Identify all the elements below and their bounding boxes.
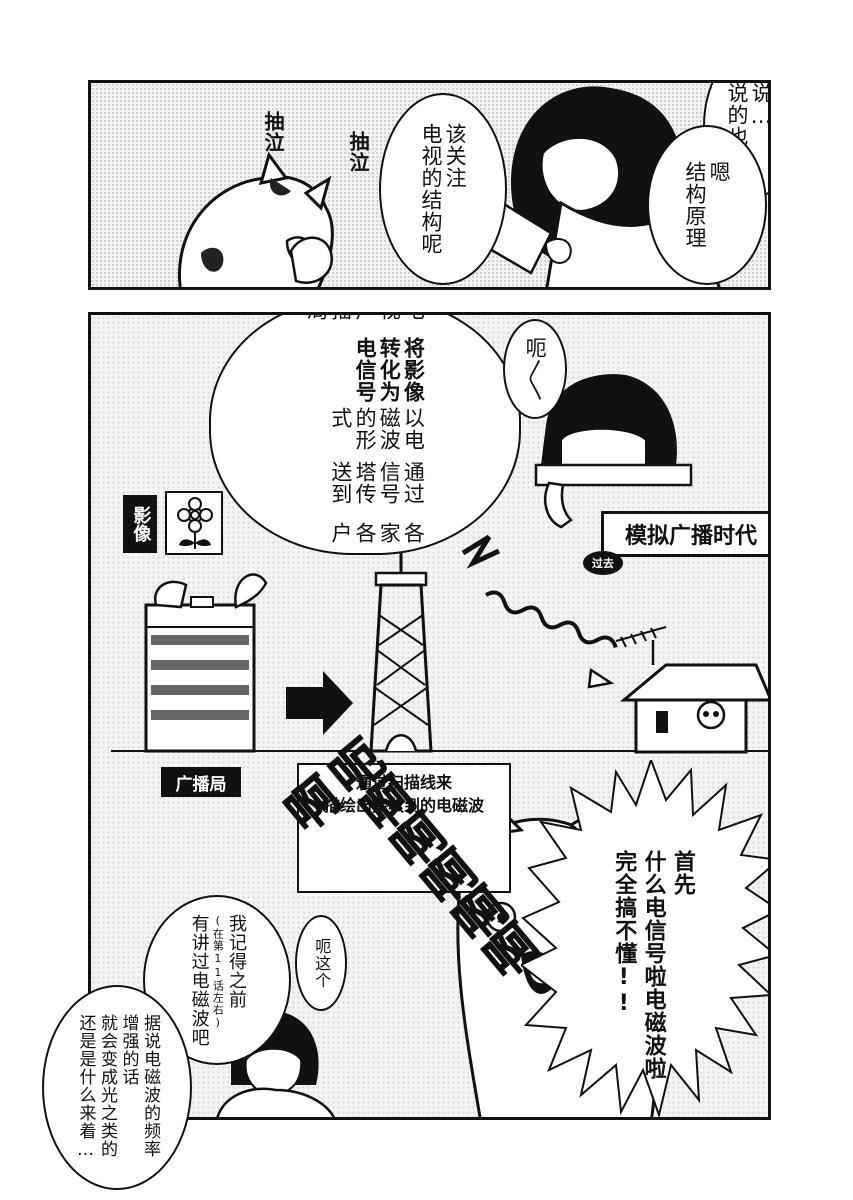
memory-line-1: 我记得之前: [226, 913, 247, 1009]
bubble-text: 呃〱: [523, 336, 548, 402]
bubble-text: 嗯 结构原理: [683, 161, 732, 249]
image-tag: 影像: [123, 495, 157, 553]
freq-line-3: 就会变成光之类的: [97, 1014, 117, 1158]
shout-burst: [521, 760, 768, 1117]
bubble-line-4: 通过信号塔传送到: [328, 460, 426, 505]
freq-line-1: 据说电磁波的频率: [140, 1014, 161, 1158]
speech-bubble-tv-structure: 该关注 电视的结构呢: [379, 93, 507, 285]
bubble-text: 呃这个: [312, 937, 332, 989]
speech-bubble-this: 呃这个: [295, 915, 347, 1011]
diagram-art: [111, 374, 768, 1117]
memory-line-2: 有讲过电磁波吧: [188, 913, 210, 1047]
scan-caption-box: 通过扫描线来 描绘出接收到的电磁波: [297, 763, 511, 893]
bubble-line-3: 以电磁波的形式: [328, 406, 426, 451]
burst-line-2: 什么电信号啦电磁波啦: [640, 850, 666, 1080]
scan-caption-line-1: 通过扫描线来: [355, 773, 452, 792]
speech-bubble-structure-principle: 嗯 结构原理: [647, 125, 767, 285]
speech-bubble-uh: 呃〱: [503, 319, 567, 419]
station-tag: 广播局: [161, 767, 241, 797]
bubble-line-2-bold: 将影像转化为电信号: [353, 337, 426, 404]
flower-icon: [177, 497, 213, 549]
flower-image-box: [165, 491, 223, 555]
burst-line-1: 首先: [669, 850, 695, 896]
panel-top: 抽泣 抽泣 该关注 电视的结构呢 说… 说的也是 嗯 结构原理: [88, 80, 771, 290]
speech-bubble-frequency: 据说电磁波的频率 增强的话 就会变成光之类的 还是是什么来着…: [42, 985, 192, 1190]
freq-line-4: 还是是什么来着…: [75, 1014, 96, 1161]
station-building: [144, 603, 256, 753]
memory-note: (在第11话左右): [211, 913, 225, 1030]
freq-line-2: 增强的话: [118, 1014, 139, 1086]
sob-sfx-b: 抽泣: [346, 131, 370, 173]
sob-sfx-a: 抽泣: [261, 111, 285, 153]
past-badge: 过去: [583, 551, 623, 575]
speech-bubble-memory: 我记得之前 (在第11话左右) 有讲过电磁波吧: [143, 895, 291, 1065]
panel-bottom: 电视广播局 将影像转化为电信号 以电磁波的形式 通过信号塔传送到 各家各户 呃〱…: [88, 312, 771, 1120]
bubble-text: 该关注 电视的结构呢: [419, 123, 468, 255]
scan-caption-line-2: 描绘出接收到的电磁波: [323, 796, 484, 816]
bubble-line-1: 电视广播局: [305, 315, 426, 337]
burst-text: 首先 什么电信号啦电磁波啦 完全搞不懂!!: [611, 850, 695, 1080]
era-label: 模拟广播时代: [601, 511, 768, 557]
bubble-line-5: 各家各户: [328, 522, 426, 545]
speech-bubble-broadcast-explanation: 电视广播局 将影像转化为电信号 以电磁波的形式 通过信号塔传送到 各家各户: [209, 315, 521, 555]
burst-line-3: 完全搞不懂!!: [611, 850, 637, 1017]
